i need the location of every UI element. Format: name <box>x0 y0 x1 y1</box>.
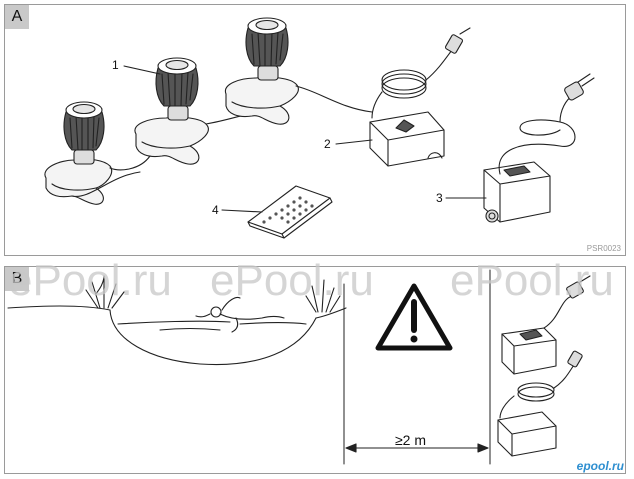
panel-b-label: B <box>5 267 29 291</box>
pond-light-top <box>224 17 373 125</box>
watermark-1: ePool.ru <box>8 256 172 305</box>
pond <box>7 275 347 366</box>
leader-4 <box>221 209 263 213</box>
callout-2: 2 <box>324 137 331 151</box>
callout-4: 4 <box>212 203 219 217</box>
callout-3: 3 <box>436 191 443 205</box>
pond-light-middle <box>109 57 271 171</box>
leader-2 <box>335 139 373 145</box>
transformer <box>483 73 595 223</box>
leader-1 <box>123 65 161 75</box>
distance-label: ≥2 m <box>395 432 427 448</box>
distance-arrow <box>345 443 489 453</box>
watermark-3: ePool.ru <box>450 256 614 305</box>
watermark-2: ePool.ru <box>210 256 374 305</box>
controller-box-b <box>497 350 583 457</box>
pond-light-left <box>44 101 141 205</box>
callout-1: 1 <box>112 58 119 72</box>
site-logo: epool.ru <box>576 459 624 473</box>
transformer-b <box>501 275 591 375</box>
panel-a-code: PSR0023 <box>586 244 621 253</box>
warning-icon <box>375 283 453 351</box>
controller-box <box>369 27 471 167</box>
panel-a-label: A <box>5 5 29 29</box>
remote-control <box>247 185 333 239</box>
